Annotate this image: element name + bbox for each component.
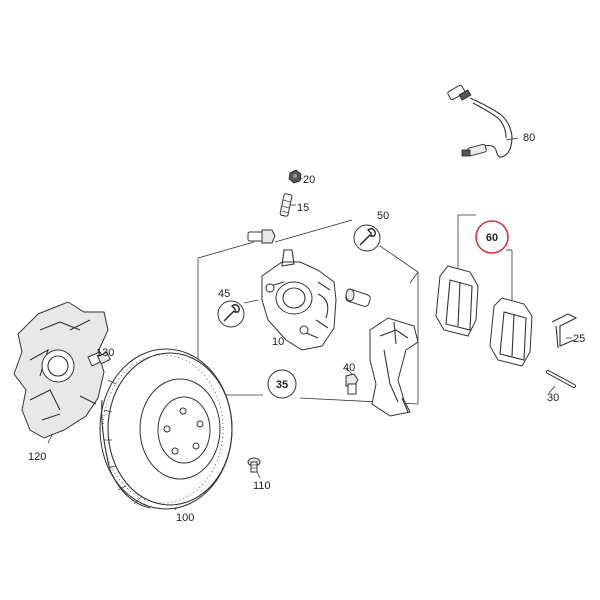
label-45: 45 [218, 288, 230, 300]
nut-20 [288, 169, 302, 184]
label-60: 60 [486, 232, 498, 244]
bolt-upper [247, 229, 276, 244]
part-labels: 80 20 15 50 45 10 40 25 30 130 120 110 1… [28, 132, 585, 524]
brake-caliper-10 [261, 249, 337, 351]
brake-pads-60 [435, 265, 533, 367]
label-15: 15 [297, 202, 309, 214]
label-110: 110 [253, 480, 271, 492]
label-40: 40 [343, 362, 355, 374]
label-100: 100 [176, 512, 194, 524]
label-130: 130 [96, 347, 114, 359]
label-25: 25 [573, 333, 585, 345]
label-10: 10 [272, 336, 284, 348]
label-20: 20 [303, 174, 315, 186]
wrench-icon-50 [353, 224, 381, 252]
splash-shield-120 [13, 301, 109, 439]
bleeder-screw-15 [279, 193, 293, 217]
anti-rattle-spring-25 [551, 313, 578, 349]
caliper-bracket [369, 317, 419, 417]
callout-35: 35 [267, 369, 297, 399]
guide-pin [345, 288, 371, 307]
wrench-icon-45 [217, 300, 245, 328]
callout-60: 60 [475, 220, 509, 254]
label-35: 35 [276, 379, 288, 391]
screw-110 [247, 457, 261, 473]
label-80: 80 [523, 132, 535, 144]
label-50: 50 [377, 210, 389, 222]
label-30: 30 [547, 392, 559, 404]
brake-disc-100 [99, 348, 233, 510]
pin-30 [546, 370, 576, 388]
wear-sensor-80 [447, 84, 513, 158]
bolt-130 [87, 351, 111, 367]
label-120: 120 [28, 451, 46, 463]
guide-bolt-40 [345, 373, 359, 395]
